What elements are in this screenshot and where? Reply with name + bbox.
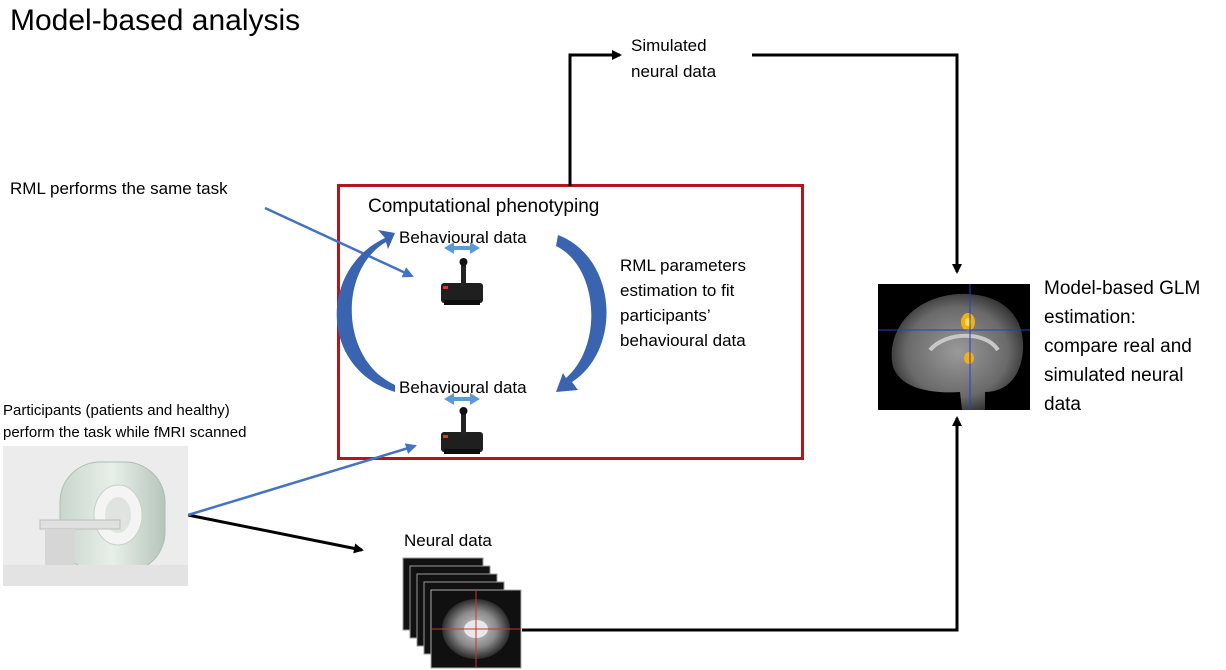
participants-label: Participants (patients and healthy) perf… <box>3 400 246 444</box>
rml-task-label: RML performs the same task <box>10 179 228 198</box>
glm-line3: compare real and <box>1044 336 1192 357</box>
arrow-scanner-to-neural <box>187 513 364 554</box>
arrow-scanner-to-joystick <box>187 443 417 517</box>
simulated-label-line1: Simulated <box>631 36 707 55</box>
curved-arrow-right <box>556 235 607 392</box>
behavioural-data-top-label: Behavioural data <box>399 228 527 247</box>
joystick-top-icon <box>441 258 483 305</box>
participants-line1: Participants (patients and healthy) <box>3 402 230 419</box>
double-arrow-top-icon <box>444 242 480 254</box>
arrow-simulated-to-glm <box>752 53 962 274</box>
participants-line2: perform the task while fMRI scanned <box>3 423 247 441</box>
behavioural-data-bottom-label: Behavioural data <box>399 378 527 397</box>
mri-scanner-image <box>3 446 188 586</box>
arrow-neural-to-glm <box>522 416 962 632</box>
glm-line2: estimation: <box>1044 307 1136 328</box>
rml-params-line1: RML parameters <box>620 256 746 275</box>
arrow-to-simulated <box>568 50 622 186</box>
neural-data-slices-image <box>402 557 522 669</box>
double-arrow-bottom-icon <box>444 393 480 405</box>
glm-estimation-label: Model-based GLM estimation: compare real… <box>1044 274 1200 419</box>
rml-params-line4: behavioural data <box>620 331 746 350</box>
simulated-neural-data-label: Simulated neural data <box>631 33 716 85</box>
phenotyping-title: Computational phenotyping <box>368 196 600 217</box>
simulated-label-line2: neural data <box>631 62 717 81</box>
curved-arrow-left <box>336 230 395 392</box>
rml-params-line2: estimation to fit <box>620 281 735 300</box>
glm-line1: Model-based GLM <box>1044 278 1201 299</box>
glm-line5: data <box>1044 394 1081 415</box>
rml-parameters-label: RML parameters estimation to fit partici… <box>620 253 746 353</box>
glm-line4: simulated neural <box>1044 365 1184 386</box>
joystick-bottom-icon <box>441 407 483 454</box>
rml-params-line3: participants’ <box>620 306 711 325</box>
glm-brain-image <box>878 284 1030 410</box>
arrow-rml-to-joystick <box>264 206 414 278</box>
diagram-title: Model-based analysis <box>10 4 301 37</box>
neural-data-label: Neural data <box>404 531 492 550</box>
